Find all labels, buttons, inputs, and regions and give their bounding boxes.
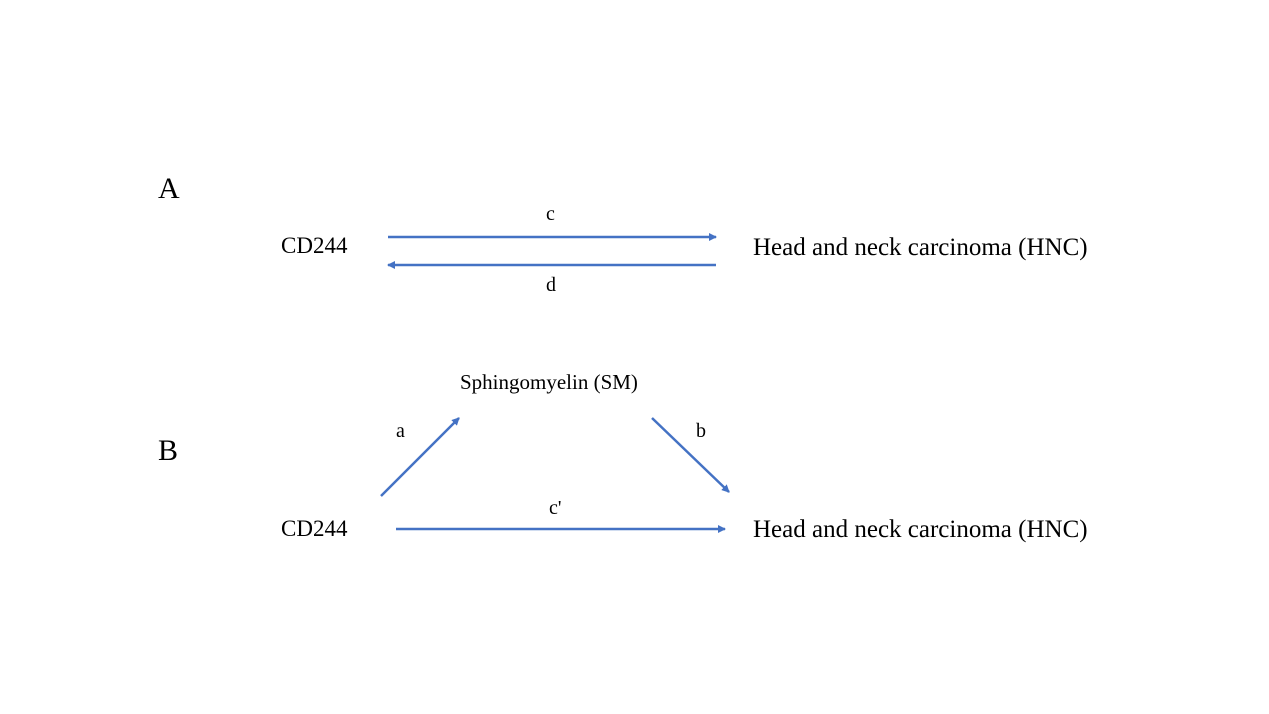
label-d: d: [546, 274, 556, 296]
panel-b-source: CD244: [281, 516, 348, 541]
arrow-b: [651, 417, 730, 493]
label-c-prime: c': [549, 497, 562, 519]
panel-a-target: Head and neck carcinoma (HNC): [753, 234, 1088, 261]
label-b: b: [696, 420, 706, 442]
panel-b-mediator: Sphingomyelin (SM): [460, 370, 638, 394]
arrow-a: [380, 417, 460, 497]
label-a: a: [396, 420, 405, 442]
panel-b-label: B: [158, 434, 179, 467]
panel-a-source: CD244: [281, 233, 348, 258]
label-c: c: [546, 203, 555, 225]
panel-a-label: A: [158, 172, 180, 205]
panel-b-target: Head and neck carcinoma (HNC): [753, 516, 1088, 543]
